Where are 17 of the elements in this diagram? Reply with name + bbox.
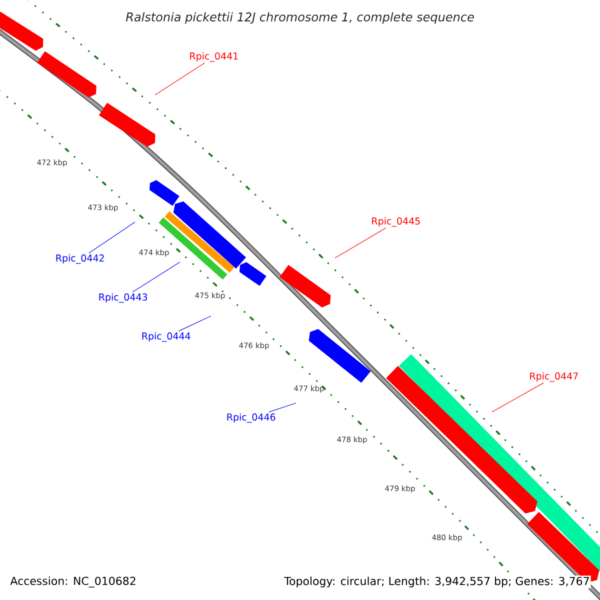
gene-label: Rpic_0446 bbox=[227, 413, 276, 423]
leader-line bbox=[88, 222, 136, 254]
leader-line bbox=[334, 228, 386, 258]
footer-text: Topology: circular; Length: 3,942,557 bp; Genes: 3,767 bbox=[283, 576, 591, 588]
gene-label: Rpic_0443 bbox=[99, 293, 148, 303]
gene-label: Rpic_0441 bbox=[190, 52, 238, 62]
gene-label: Rpic_0445 bbox=[372, 217, 420, 227]
gene-label: Rpic_0444 bbox=[142, 332, 190, 342]
leader-line bbox=[154, 62, 206, 96]
leader-line bbox=[268, 402, 296, 412]
leader-line bbox=[132, 262, 180, 292]
leader-line bbox=[492, 382, 544, 412]
leader-line bbox=[178, 316, 212, 332]
title: Ralstonia pickettii 12J chromosome 1, complete sequence bbox=[126, 12, 474, 24]
gene-label: Rpic_0447 bbox=[530, 372, 578, 382]
footer-text: Accession: NC_010682 bbox=[9, 576, 138, 588]
gene-label: Rpic_0442 bbox=[56, 254, 104, 264]
